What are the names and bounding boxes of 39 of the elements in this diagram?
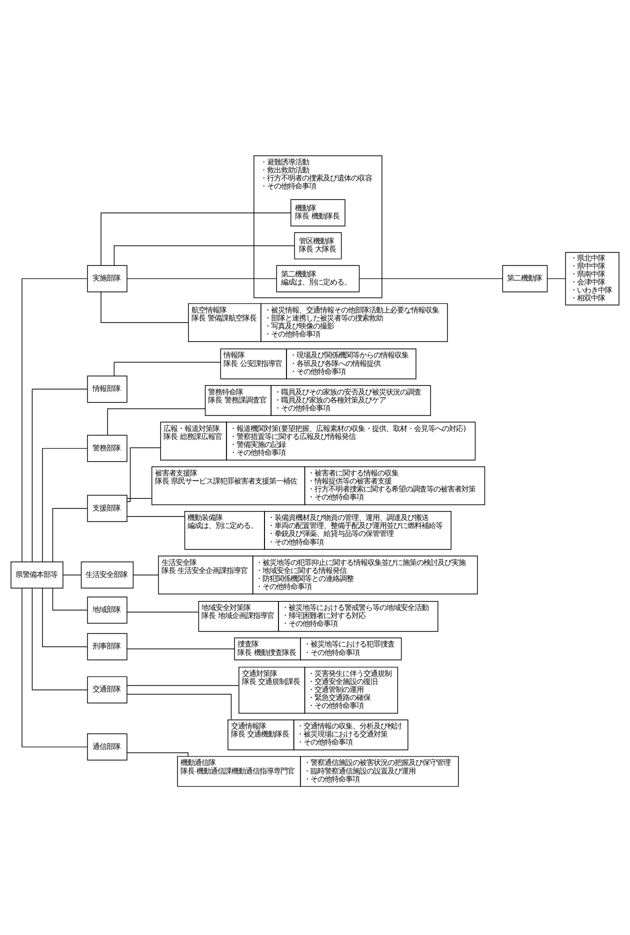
node-box: ・県北中隊 ・県中中隊 ・県南中隊 ・会津中隊 ・いわき中隊 ・相双中隊 <box>565 251 620 305</box>
node-box: 第二機動隊 編成は、別に定める。 <box>276 264 360 292</box>
node-box: 地域部隊 <box>87 596 128 624</box>
node-box: 機動隊 隊長 機動隊長 <box>290 198 346 226</box>
connector <box>126 278 277 279</box>
connector <box>126 611 199 612</box>
node-box: 刑事部隊 <box>87 632 128 660</box>
connector <box>52 587 88 610</box>
connector <box>358 278 503 279</box>
node-box: 第二機動隊 <box>502 264 548 292</box>
node-box: 情報部隊 <box>87 375 128 402</box>
connector <box>126 648 235 649</box>
connector <box>52 508 88 562</box>
connector <box>62 574 82 575</box>
connector <box>22 587 88 747</box>
connector <box>114 244 295 266</box>
node-box: 実施部隊 <box>87 264 128 292</box>
connector <box>100 212 292 266</box>
node-box: 生活安全部隊 <box>80 560 134 588</box>
connector <box>126 446 161 502</box>
connector <box>42 588 88 647</box>
connector <box>114 361 221 376</box>
connector <box>107 408 206 436</box>
node-box: 支援部隊 <box>87 494 128 522</box>
node-box: 管区機動隊 隊長 大隊長 <box>294 232 342 259</box>
connector <box>42 448 88 562</box>
connector <box>126 752 188 756</box>
connector <box>547 278 566 279</box>
connector <box>32 587 88 690</box>
node-box: 交通部隊 <box>87 676 128 703</box>
node-box: 通信部隊 <box>87 732 128 760</box>
connector <box>132 574 159 575</box>
node-box: 警務部隊 <box>87 434 128 462</box>
connector <box>32 388 88 562</box>
connector <box>126 693 232 720</box>
connector <box>22 278 88 562</box>
connector <box>100 291 189 322</box>
node-box: 県警備本部等 <box>10 560 64 588</box>
connector <box>126 684 239 686</box>
